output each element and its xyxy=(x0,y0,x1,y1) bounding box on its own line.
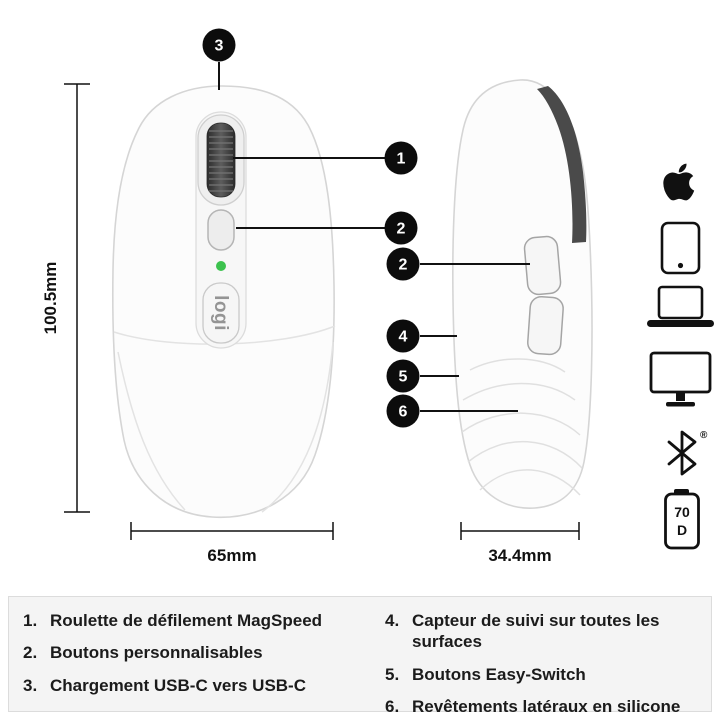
svg-text:70: 70 xyxy=(674,504,690,520)
monitor-icon xyxy=(649,351,712,407)
svg-text:3: 3 xyxy=(215,38,224,55)
height-dimension-label: 100.5mm xyxy=(41,262,60,335)
dimension-height xyxy=(64,83,90,513)
battery-icon: 70 D xyxy=(664,489,700,550)
legend-item-number: 4. xyxy=(385,611,400,630)
mouse-side-body xyxy=(452,79,593,509)
svg-text:5: 5 xyxy=(399,369,408,386)
dimension-width xyxy=(130,522,334,540)
led-indicator xyxy=(216,261,226,271)
compatibility-icons: ® 70 D xyxy=(647,163,714,550)
logi-logo: logi xyxy=(210,295,231,331)
mouse-diagram-svg: 100.5mm logi xyxy=(41,28,714,565)
svg-text:1: 1 xyxy=(397,151,406,168)
legend-item-number: 6. xyxy=(385,696,400,716)
side-button-lower[interactable] xyxy=(527,295,564,356)
width-dimension-label: 65mm xyxy=(207,546,256,565)
legend-item-number: 2. xyxy=(23,643,38,663)
dimension-depth xyxy=(460,522,580,540)
legend-item-text: Boutons personnalisables xyxy=(50,643,263,663)
legend-item-text: Capteur de suivi sur toutes les surfaces xyxy=(412,611,660,652)
side-texture-waves xyxy=(461,358,583,496)
legend-item-text: Revêtements latéraux en silicone xyxy=(412,696,681,716)
callout-lines xyxy=(218,62,530,412)
svg-text:D: D xyxy=(677,522,687,538)
callout-1-badge: 1 xyxy=(384,141,418,175)
svg-text:2: 2 xyxy=(397,221,406,238)
legend-item: 2. Boutons personnalisables xyxy=(23,642,385,663)
callout-3-badge: 3 xyxy=(202,28,236,62)
side-button-upper[interactable] xyxy=(523,235,562,296)
middle-button[interactable] xyxy=(207,209,235,251)
scroll-wheel-ridges xyxy=(209,130,233,192)
scroll-wheel[interactable] xyxy=(206,122,236,198)
depth-dimension-label: 34.4mm xyxy=(488,546,551,565)
callout-2-side-badge: 2 xyxy=(386,247,420,281)
callout-4-badge: 4 xyxy=(386,319,420,353)
legend-box: 1. Roulette de défilement MagSpeed 2. Bo… xyxy=(8,596,712,716)
logo-plate xyxy=(202,282,240,344)
legend-item-text: Chargement USB-C vers USB-C xyxy=(50,675,306,695)
laptop-icon xyxy=(647,285,714,327)
legend-column-right: 4. Capteur de suivi sur toutes les surfa… xyxy=(385,610,695,716)
mouse-side-view xyxy=(452,79,593,509)
legend-item-number: 3. xyxy=(23,675,38,695)
legend-item: 3. Chargement USB-C vers USB-C xyxy=(23,675,385,696)
legend-item: 5. Boutons Easy-Switch xyxy=(385,664,695,685)
legend-item-text: Roulette de défilement MagSpeed xyxy=(50,611,323,630)
legend-item-number: 5. xyxy=(385,664,400,684)
svg-text:6: 6 xyxy=(399,404,408,421)
callout-5-badge: 5 xyxy=(386,359,420,393)
svg-text:4: 4 xyxy=(399,329,408,346)
legend-item-text: Boutons Easy-Switch xyxy=(412,664,586,684)
bluetooth-registered-mark: ® xyxy=(700,430,708,441)
side-top-dark-band xyxy=(537,86,587,243)
legend-item: 1. Roulette de défilement MagSpeed xyxy=(23,610,385,631)
callout-2-top-badge: 2 xyxy=(384,211,418,245)
mouse-top-view: logi xyxy=(111,85,336,519)
legend-item: 6. Revêtements latéraux en silicone xyxy=(385,696,695,717)
svg-text:2: 2 xyxy=(399,257,408,274)
legend-item-number: 1. xyxy=(23,611,38,630)
apple-icon xyxy=(663,163,695,201)
callout-6-badge: 6 xyxy=(386,394,420,428)
bluetooth-icon: ® xyxy=(667,430,708,476)
legend-column-left: 1. Roulette de défilement MagSpeed 2. Bo… xyxy=(23,610,385,711)
tablet-icon xyxy=(660,221,701,275)
legend-item: 4. Capteur de suivi sur toutes les surfa… xyxy=(385,610,695,653)
